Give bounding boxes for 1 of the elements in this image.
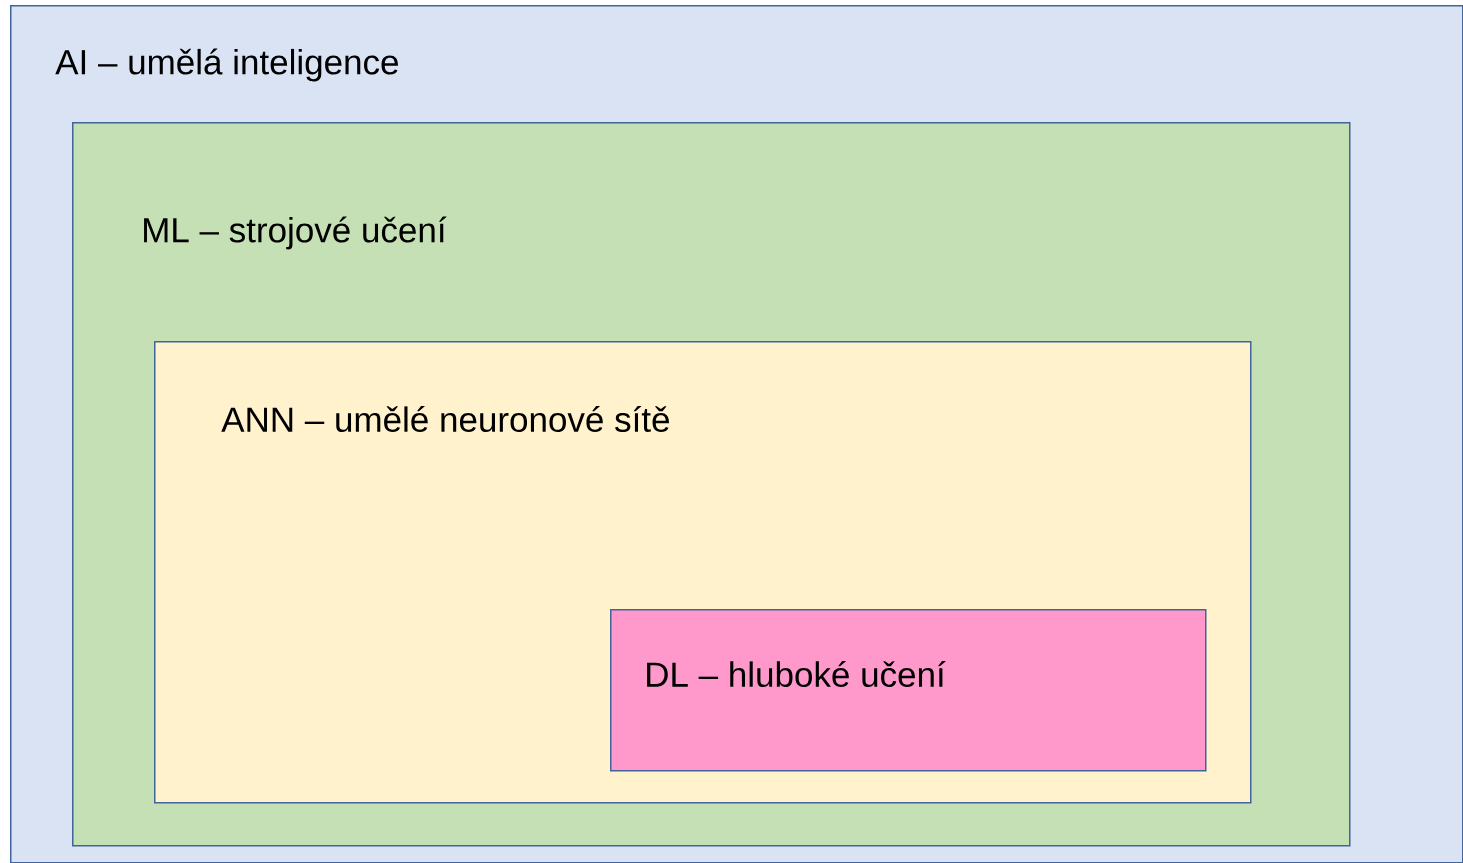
inner-box: DL – hluboké učení: [610, 609, 1207, 772]
